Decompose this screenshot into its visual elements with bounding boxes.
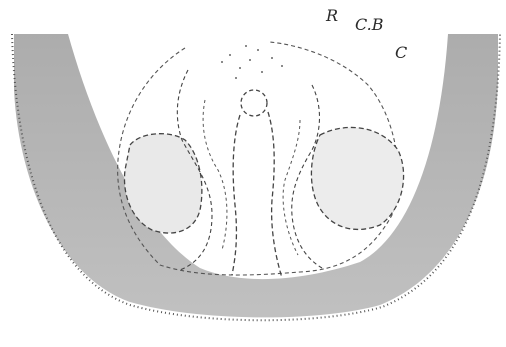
central-column-left bbox=[232, 115, 240, 275]
u-shaped-wall bbox=[14, 34, 498, 317]
top-dot-cluster bbox=[221, 45, 283, 79]
left-duct-inner bbox=[203, 100, 227, 250]
right-lobe bbox=[311, 127, 403, 229]
right-duct-inner bbox=[283, 120, 300, 255]
label-r: R bbox=[326, 8, 338, 24]
top-circle bbox=[241, 90, 267, 116]
central-column-right bbox=[268, 112, 282, 278]
label-cb: C.B bbox=[355, 17, 384, 33]
label-c: C bbox=[395, 45, 407, 61]
